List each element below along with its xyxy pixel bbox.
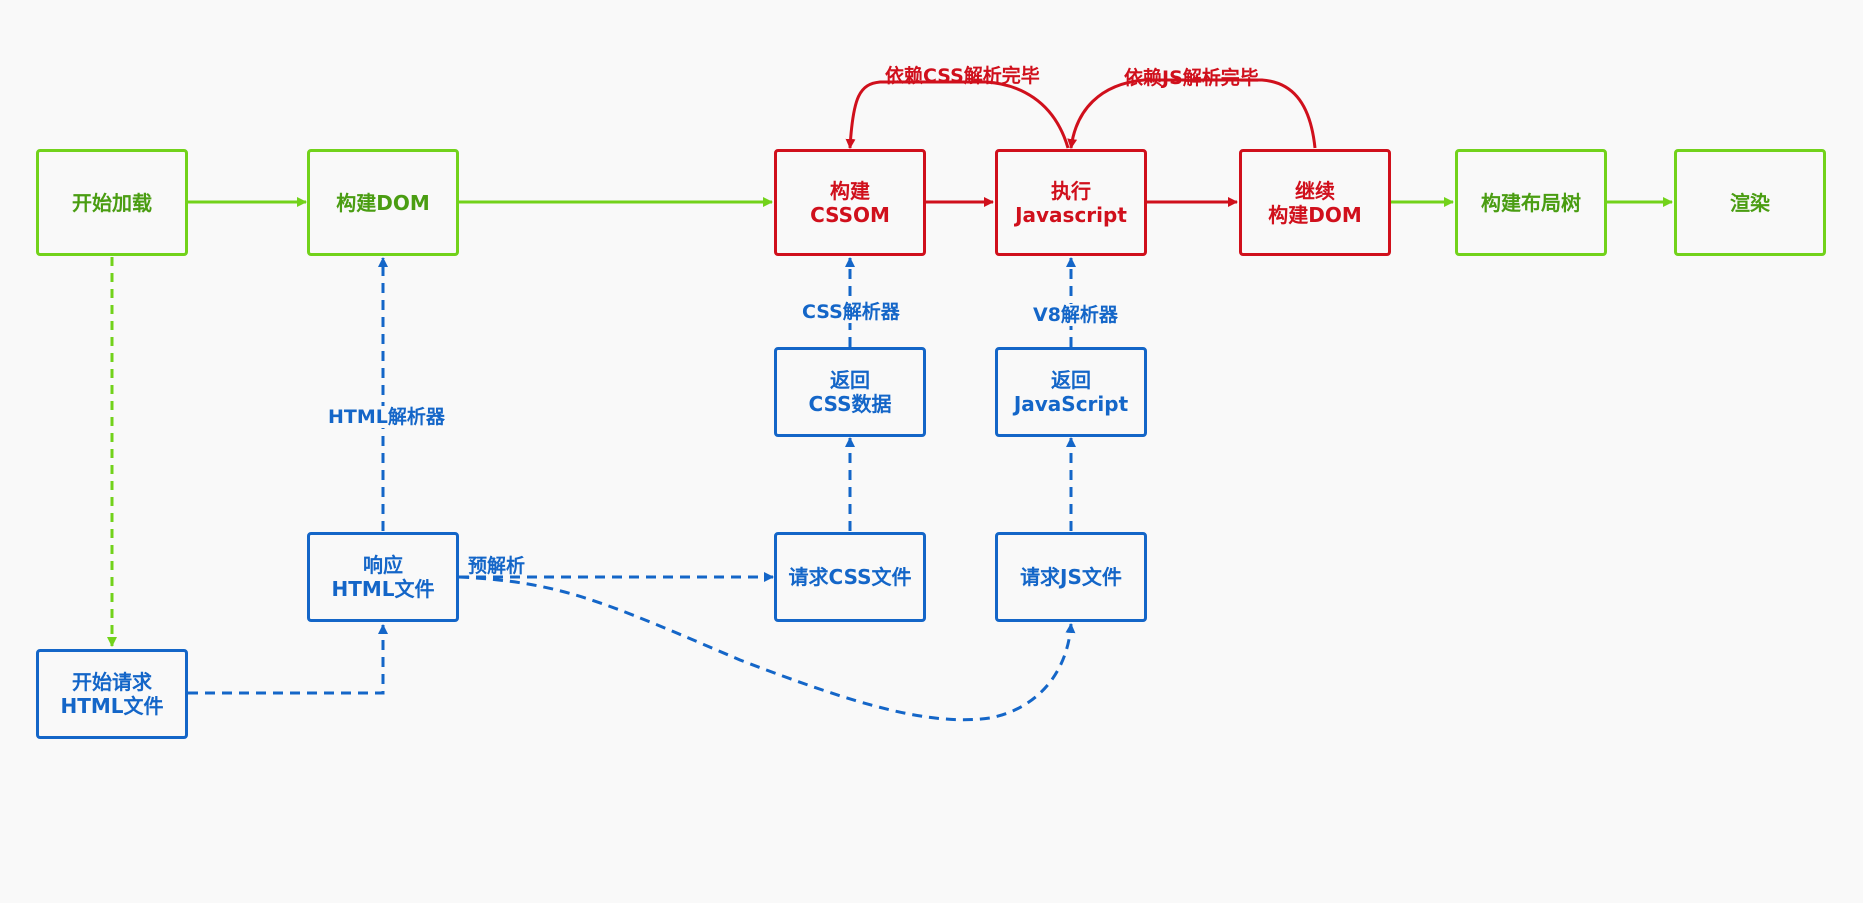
node-response-html: 响应 HTML文件 <box>307 532 459 622</box>
label-depends-js: 依赖JS解析完毕 <box>1124 67 1259 89</box>
node-request-html: 开始请求 HTML文件 <box>36 649 188 739</box>
node-label: 构建 <box>830 178 870 203</box>
label-html-parser: HTML解析器 <box>325 406 448 428</box>
node-label: CSS数据 <box>808 392 892 416</box>
node-label: 请求CSS文件 <box>788 565 912 589</box>
node-render: 渲染 <box>1674 149 1826 256</box>
label-depends-css: 依赖CSS解析完毕 <box>885 65 1040 87</box>
arrow-request-to-response <box>188 624 388 695</box>
node-label: 响应 <box>363 553 403 577</box>
node-label: 构建DOM <box>1268 202 1362 227</box>
node-return-javascript: 返回 JavaScript <box>995 347 1147 437</box>
node-label: Javascript <box>1015 202 1127 227</box>
node-return-css: 返回 CSS数据 <box>774 347 926 437</box>
node-label: JavaScript <box>1013 392 1129 416</box>
node-build-layout-tree: 构建布局树 <box>1455 149 1607 256</box>
node-label: 返回 <box>1051 368 1091 392</box>
node-label: HTML文件 <box>331 577 435 601</box>
node-start-loading: 开始加载 <box>36 149 188 256</box>
node-label: 构建DOM <box>336 190 430 215</box>
node-label: 继续 <box>1295 178 1335 203</box>
node-label: 构建布局树 <box>1481 190 1581 215</box>
label-v8-parser: V8解析器 <box>1030 304 1121 326</box>
label-preparse: 预解析 <box>468 555 526 577</box>
node-label: CSSOM <box>810 202 890 227</box>
node-label: HTML文件 <box>60 694 164 718</box>
node-label: 开始请求 <box>72 670 152 694</box>
arrow-depends-css <box>845 80 1070 149</box>
node-request-css: 请求CSS文件 <box>774 532 926 622</box>
node-build-dom: 构建DOM <box>307 149 459 256</box>
node-label: 开始加载 <box>72 190 152 215</box>
node-build-cssom: 构建 CSSOM <box>774 149 926 256</box>
arrow-depends-js <box>1067 78 1317 149</box>
node-label: 执行 <box>1051 178 1091 203</box>
arrow-response-to-request-js <box>458 575 1076 722</box>
node-continue-build-dom: 继续 构建DOM <box>1239 149 1391 256</box>
label-css-parser: CSS解析器 <box>799 301 903 323</box>
node-request-js: 请求JS文件 <box>995 532 1147 622</box>
node-label: 渲染 <box>1730 190 1770 215</box>
node-exec-javascript: 执行 Javascript <box>995 149 1147 256</box>
node-label: 请求JS文件 <box>1020 565 1122 589</box>
node-label: 返回 <box>830 368 870 392</box>
